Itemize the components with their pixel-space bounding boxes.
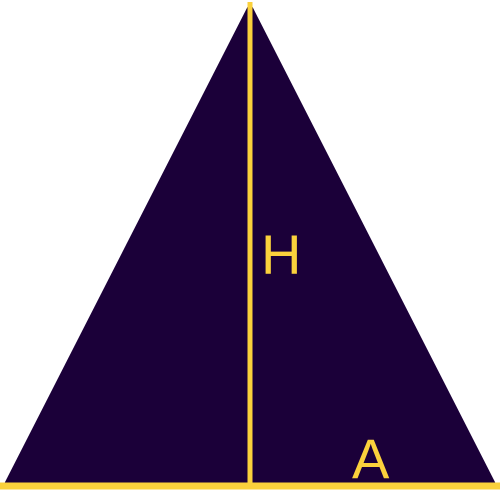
base-label: A <box>352 427 390 490</box>
height-label: H <box>261 223 301 286</box>
